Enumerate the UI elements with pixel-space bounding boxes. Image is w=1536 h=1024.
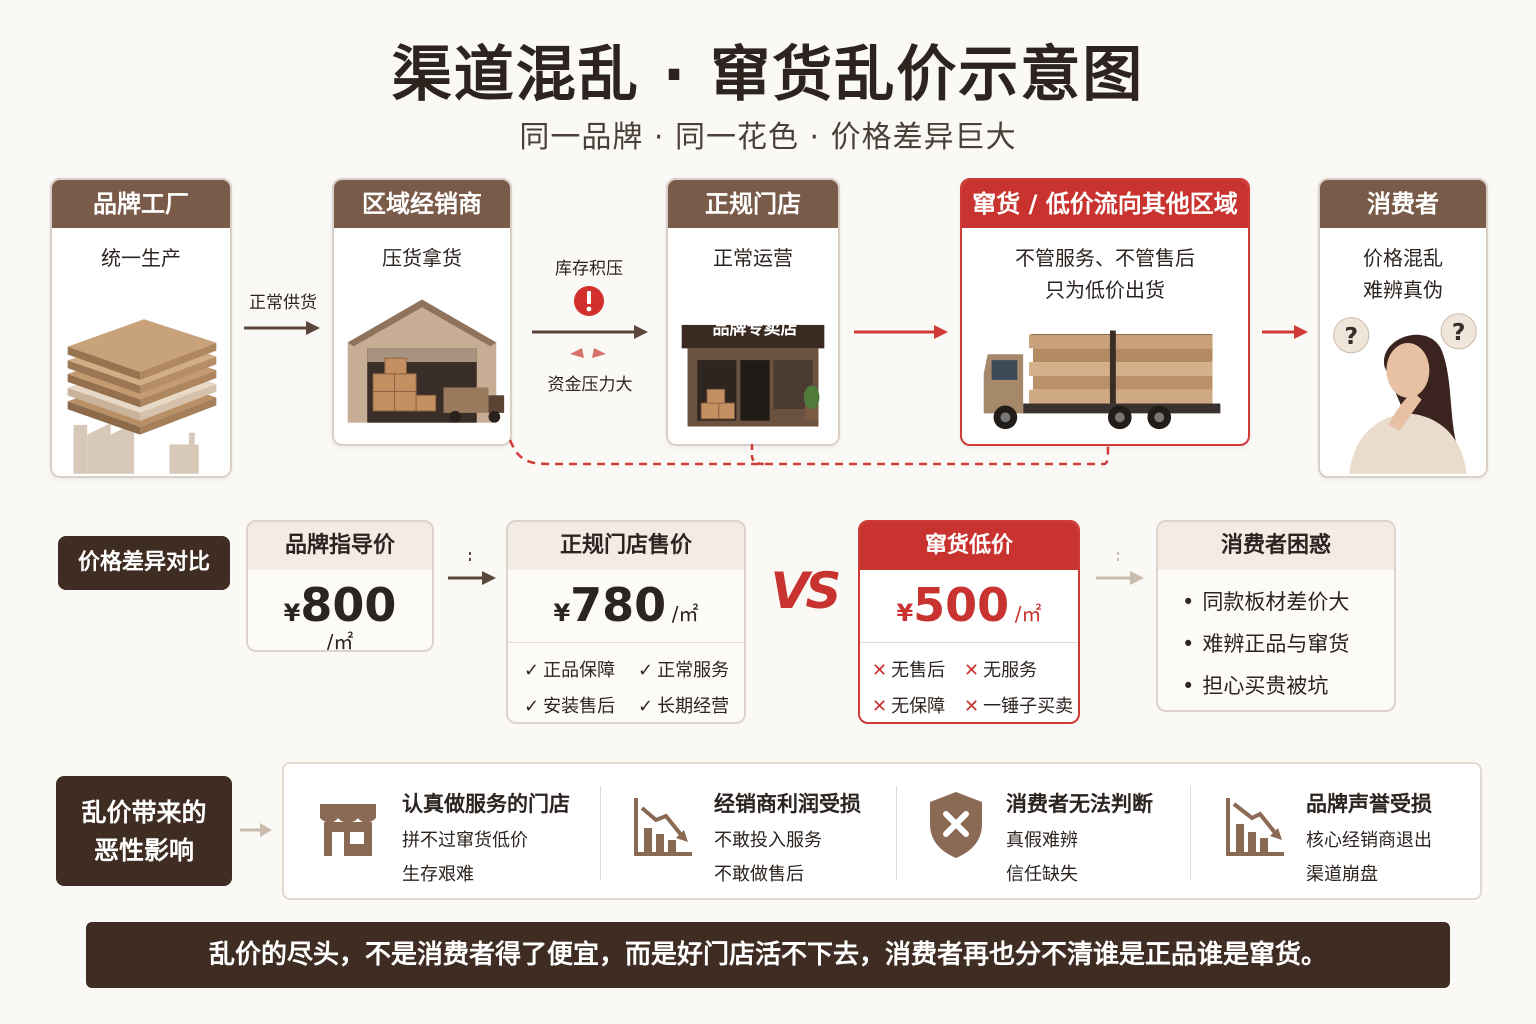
impact-box	[282, 762, 1482, 900]
diverted-feature-4: ✕一锤子买卖	[964, 696, 1074, 717]
consumer-card: 消费者 价格混乱 难辨真伪 ? ?	[1318, 178, 1488, 478]
diverted-price-card: 窜货低价 ¥500 /㎡ ✕无售后 ✕无服务 ✕无保障 ✕一锤子买卖	[858, 520, 1080, 724]
page-title: 渠道混乱 · 窜货乱价示意图	[391, 40, 1145, 110]
diversion-title: 窜货 / 低价流向其他区域	[962, 180, 1248, 228]
store-feature-1: ✓正品保障	[524, 660, 616, 681]
impact-item-3-line-1: 真假难辨	[1006, 830, 1078, 851]
guide-price-card: 品牌指导价 ¥800 /㎡	[246, 520, 434, 652]
consumer-desc-1: 价格混乱	[1363, 246, 1443, 270]
confused-woman-icon: ? ?	[1333, 313, 1477, 474]
diversion-card: 窜货 / 低价流向其他区域 不管服务、不管售后 只为低价出货	[960, 178, 1250, 446]
store-desc: 正常运营	[713, 246, 793, 270]
impact-arrow	[240, 823, 272, 837]
diverted-feature-2: ✕无服务	[964, 660, 1038, 681]
diverted-price-title: 窜货低价	[860, 522, 1078, 570]
flow-arrow-4	[1262, 325, 1308, 339]
impact-item-4-line-2: 渠道崩盘	[1306, 864, 1378, 885]
guide-price-unit: /㎡	[326, 630, 354, 652]
guide-price-title: 品牌指导价	[248, 522, 432, 570]
diversion-dashed-connector	[508, 439, 1110, 466]
flow-arrow-2	[532, 325, 648, 339]
price-arrow-1	[448, 552, 496, 585]
normal-supply-label: 正常供货	[249, 293, 317, 313]
impact-item-1-line-2: 生存艰难	[402, 864, 474, 885]
footer-conclusion: 乱价的尽头，不是消费者得了便宜，而是好门店活不下去，消费者再也分不清谁是正品谁是…	[86, 922, 1450, 988]
store-sign: 品牌专卖店	[712, 319, 798, 339]
consumer-title: 消费者	[1320, 180, 1486, 228]
shield-x-icon	[930, 792, 982, 858]
price-arrow-2	[1096, 552, 1144, 585]
distributor-card: 区域经销商 压货拿货	[332, 178, 512, 446]
confusion-bullet-3: •担心买贵被坑	[1182, 674, 1329, 698]
confusion-bullet-2: •难辨正品与窜货	[1182, 632, 1350, 656]
storefront-icon	[320, 804, 376, 856]
guide-price-value: ¥800	[283, 578, 397, 632]
store-title: 正规门店	[668, 180, 838, 228]
store-card: 正规门店 正常运营 品牌专卖店	[666, 178, 840, 446]
impact-item-4-line-1: 核心经销商退出	[1306, 830, 1432, 851]
storefront-illustration	[681, 324, 825, 427]
impact-item-2-line-1: 不敢投入服务	[714, 830, 822, 851]
impact-tag-line-1: 乱价带来的	[81, 798, 207, 827]
store-feature-2: ✓正常服务	[638, 660, 730, 681]
distributor-title: 区域经销商	[334, 180, 510, 228]
capital-pressure-label: 资金压力大	[547, 375, 633, 395]
truck-icon	[983, 330, 1221, 430]
impact-item-3-title: 消费者无法判断	[1006, 792, 1153, 816]
store-price-card: 正规门店售价 ¥780 /㎡ ✓正品保障 ✓正常服务 ✓安装售后 ✓长期经营	[506, 520, 746, 724]
impact-item-2-line-2: 不敢做售后	[714, 864, 804, 885]
factory-title: 品牌工厂	[52, 180, 230, 228]
warning-icon	[574, 286, 604, 316]
price-compare-tag: 价格差异对比	[58, 536, 230, 590]
diverted-price-value: ¥500 /㎡	[896, 578, 1042, 632]
flow-arrow-3	[854, 325, 948, 339]
board-stack-icon	[67, 319, 217, 474]
store-price-title: 正规门店售价	[508, 522, 744, 570]
flow-arrow-1	[244, 321, 320, 335]
factory-card: 品牌工厂 统一生产	[50, 178, 232, 478]
declining-chart-icon	[634, 798, 692, 856]
diverted-feature-1: ✕无售后	[872, 660, 946, 681]
consumer-confusion-title: 消费者困惑	[1158, 522, 1394, 570]
diversion-desc-2: 只为低价出货	[1045, 278, 1165, 302]
impact-item-1-line-1: 拼不过窜货低价	[402, 830, 528, 851]
confusion-bullet-1: •同款板材差价大	[1182, 590, 1350, 614]
page-subtitle: 同一品牌 · 同一花色 · 价格差异巨大	[519, 120, 1017, 155]
money-wings-icon	[570, 348, 606, 358]
impact-item-3-line-2: 信任缺失	[1006, 864, 1078, 885]
consumer-desc-2: 难辨真伪	[1363, 278, 1443, 302]
falling-bars-icon	[1226, 798, 1284, 856]
diverted-feature-3: ✕无保障	[872, 696, 946, 717]
vs-mark: VS	[770, 562, 842, 620]
inventory-backlog-label: 库存积压	[555, 259, 623, 279]
impact-item-4-title: 品牌声誉受损	[1306, 792, 1432, 816]
store-feature-3: ✓安装售后	[524, 696, 616, 717]
impact-item-2-title: 经销商利润受损	[714, 792, 861, 816]
consumer-confusion-card: 消费者困惑 •同款板材差价大 •难辨正品与窜货 •担心买贵被坑	[1156, 520, 1396, 712]
impact-tag: 乱价带来的 恶性影响	[56, 776, 232, 886]
store-feature-4: ✓长期经营	[638, 696, 730, 717]
svg-text:?: ?	[1452, 318, 1466, 346]
impact-item-1-title: 认真做服务的门店	[402, 792, 570, 816]
diversion-desc-1: 不管服务、不管售后	[1015, 246, 1195, 270]
factory-desc: 统一生产	[101, 246, 181, 270]
warehouse-icon	[347, 299, 505, 423]
store-price-value: ¥780 /㎡	[553, 578, 699, 632]
distributor-desc: 压货拿货	[382, 246, 462, 270]
svg-text:?: ?	[1344, 322, 1358, 350]
impact-tag-line-2: 恶性影响	[93, 836, 194, 865]
